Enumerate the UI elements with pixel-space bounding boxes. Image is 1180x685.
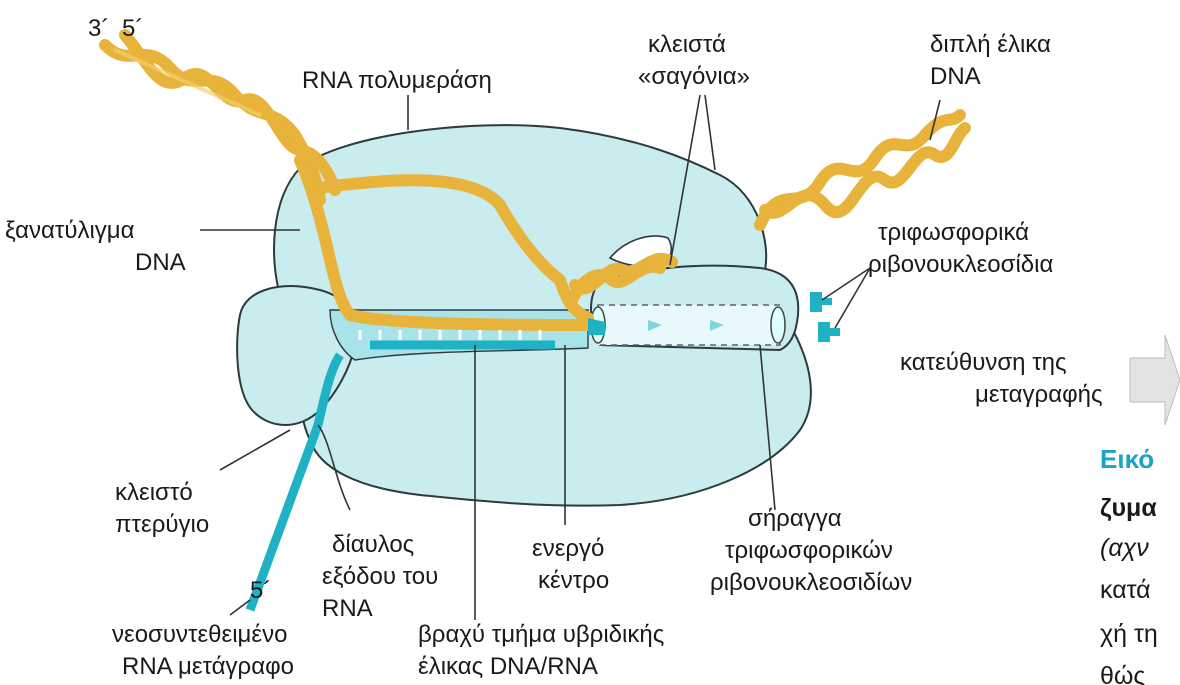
label-triphos-line1: τριφωσφορικά	[878, 219, 1029, 246]
label-hybrid-line1: βραχύ τμήμα υβριδικής	[418, 621, 664, 648]
label-tunnel-line3: ριβονουκλεοσιδίων	[710, 569, 912, 596]
label-direction-line2: μεταγραφής	[975, 381, 1103, 408]
label-unwind-line2: DNA	[135, 249, 186, 276]
label-end-5: 5´	[122, 15, 143, 42]
label-new-rna-line2: RNA μετάγραφο	[122, 653, 294, 680]
label-active-line1: ενεργό	[532, 535, 604, 562]
label-exit-line3: RNA	[322, 595, 373, 622]
tunnel-entrance	[771, 307, 785, 343]
free-ntps	[810, 292, 840, 342]
dna-downstream-helix	[760, 115, 965, 225]
label-hybrid-line2: έλικας DNA/RNA	[418, 653, 598, 680]
caption-line2: (αχν	[1100, 534, 1149, 562]
label-tunnel-line2: τριφωσφορικών	[725, 537, 893, 564]
label-triphos-line2: ριβονουκλεοσίδια	[868, 251, 1053, 278]
label-flap-line1: κλειστό	[115, 479, 193, 506]
caption-line4: χή τη	[1100, 620, 1158, 648]
caption-line5: θώς	[1100, 662, 1145, 685]
label-tunnel-line1: σήραγγα	[748, 505, 842, 532]
label-active-line2: κέντρο	[538, 567, 609, 594]
label-new-rna-line1: νεοσυντεθειμένο	[112, 621, 287, 648]
label-helix-line1: διπλή έλικα	[930, 31, 1051, 58]
label-direction-line1: κατεύθυνση της	[900, 349, 1067, 376]
label-flap-line2: πτερύγιο	[115, 511, 209, 538]
caption-line1: ζυμα	[1100, 494, 1157, 522]
label-exit-line2: εξόδου του	[322, 563, 438, 590]
ntp-tunnel	[598, 305, 780, 345]
transcription-direction-arrow	[1130, 335, 1180, 425]
label-jaws-line2: «σαγόνια»	[638, 63, 750, 90]
label-rna-5prime: 5´	[250, 577, 271, 604]
label-jaws-line1: κλειστά	[648, 31, 726, 58]
caption-figure-label: Εικό	[1100, 444, 1154, 474]
label-polymerase: RNA πολυμεράση	[302, 67, 492, 94]
label-exit-line1: δίαυλος	[332, 531, 414, 558]
label-helix-line2: DNA	[930, 63, 981, 90]
caption-line3: κατά	[1100, 576, 1151, 604]
label-end-3: 3´	[88, 15, 109, 42]
label-unwind-line1: ξανατύλιγμα	[5, 217, 135, 244]
